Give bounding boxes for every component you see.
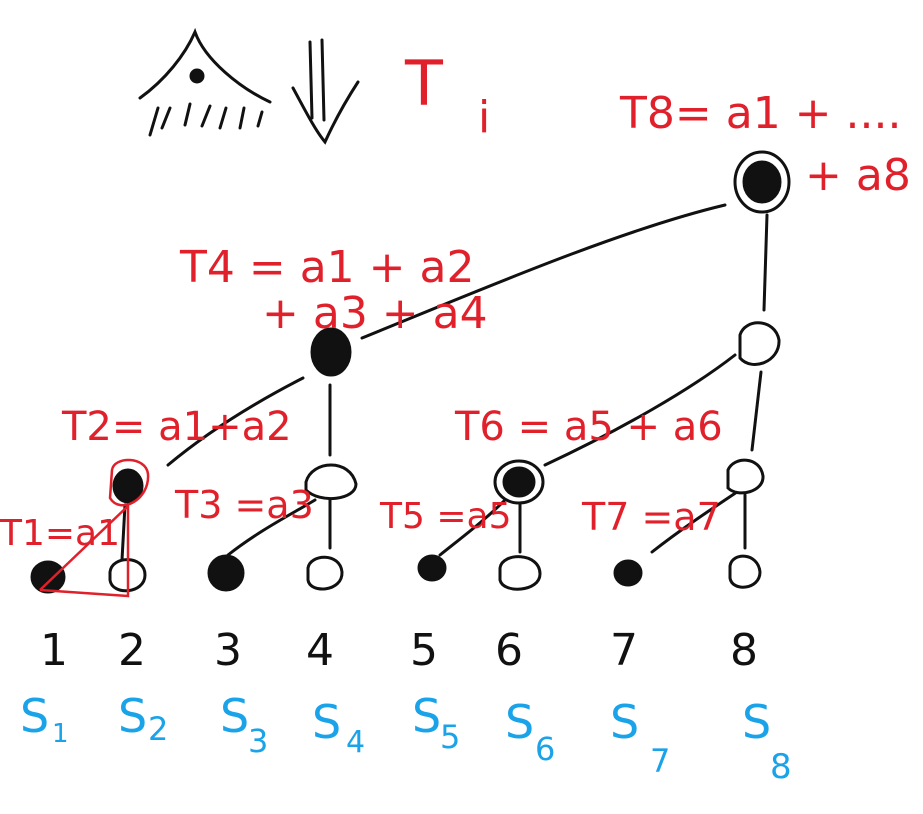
sum-label-sub: 1 (52, 719, 69, 749)
ti-sub: i (478, 92, 490, 143)
sum-label-sub: 8 (770, 747, 792, 787)
index-label: 8 (730, 625, 758, 676)
edge-5-6 (438, 498, 507, 557)
node-4-level2 (304, 463, 358, 501)
formula-t5: T5 =a5 (379, 496, 511, 537)
formula-t1: T1=a1 (0, 513, 120, 554)
tree-edges (120, 203, 769, 562)
sum-label-base: S (610, 695, 639, 749)
node-t2-highlight (108, 458, 150, 507)
node-8-level1 (728, 554, 762, 589)
index-label: 4 (306, 625, 334, 676)
sum-label-base: S (742, 695, 771, 749)
node-8-level3 (738, 321, 781, 366)
formula-t4-line2: + a3 + a4 (262, 288, 488, 339)
formula-t2: T2= a1+a2 (61, 404, 292, 450)
edge-8-8b (762, 213, 769, 312)
t1-t2-triangle (39, 503, 130, 598)
sum-label-base: S (505, 695, 534, 749)
node-t5 (417, 554, 447, 582)
node-8-level2 (726, 458, 765, 495)
node-6-level1 (498, 555, 542, 591)
sum-label-sub: 2 (148, 710, 168, 748)
sum-labels: S 1 S 2 S 3 S 4 S 5 S 6 S 7 S 8 (20, 689, 792, 787)
edge-4-8 (360, 203, 727, 340)
node-t2 (112, 468, 144, 504)
node-4-level1 (306, 555, 344, 591)
index-label: 5 (410, 625, 438, 676)
node-t8 (733, 150, 791, 214)
sum-label-base: S (312, 695, 341, 749)
formula-annotations: T8= a1 + .... + a8 T4 = a1 + a2 + a3 + a… (0, 88, 911, 554)
edge-7-8c (650, 488, 742, 554)
edge-8b-8c (750, 370, 763, 452)
sum-label-base: S (118, 689, 147, 743)
edge-2-4 (166, 376, 305, 467)
index-label: 6 (495, 625, 523, 676)
node-t7 (613, 559, 643, 587)
index-labels: 1 2 3 4 5 6 7 8 (40, 625, 758, 676)
node-t1 (30, 560, 66, 594)
sum-label-sub: 5 (440, 718, 460, 756)
formula-t6: T6 = a5 + a6 (454, 404, 723, 450)
sum-label-base: S (220, 689, 249, 743)
down-arrow-icon (291, 38, 360, 145)
ti-main: T (404, 47, 444, 120)
index-label: 2 (118, 625, 146, 676)
formula-t4-line1: T4 = a1 + a2 (179, 242, 474, 293)
index-label: 1 (40, 625, 68, 676)
edge-2-2b (120, 503, 127, 562)
node-t3 (207, 554, 245, 592)
sum-label-sub: 7 (650, 742, 670, 780)
formula-t3: T3 =a3 (174, 483, 314, 527)
sum-label-base: S (412, 689, 441, 743)
formula-t8-line2: + a8 (805, 150, 911, 201)
node-t6 (493, 459, 545, 505)
node-t4 (310, 327, 352, 377)
edge-6-8b (543, 353, 737, 467)
sum-label-sub: 6 (535, 730, 555, 768)
sum-label-base: S (20, 689, 49, 743)
formula-t8-line1: T8= a1 + .... (619, 88, 901, 139)
tree-nodes (30, 150, 791, 598)
formula-t7: T7 =a7 (581, 495, 721, 539)
index-label: 3 (214, 625, 242, 676)
tree-sketch-icon (138, 27, 272, 137)
index-label: 7 (610, 625, 638, 676)
edge-3-4b (226, 498, 317, 557)
sum-label-sub: 3 (248, 722, 268, 760)
sum-label-sub: 4 (346, 725, 365, 760)
